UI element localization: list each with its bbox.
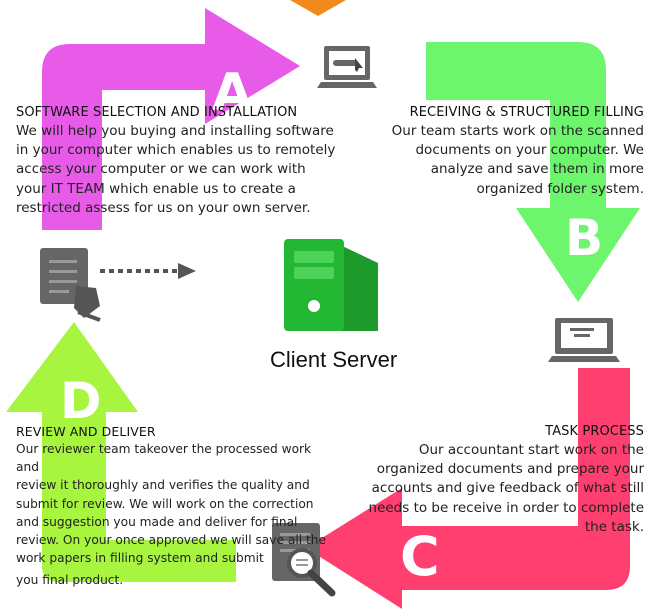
step-b-line: Our team starts work on the scanned — [391, 123, 644, 139]
step-c-line: Our accountant start work on the — [418, 442, 644, 458]
step-c-line: organized documents and prepare your — [376, 461, 644, 478]
step-a-body: We will help you buying and installing s… — [16, 122, 346, 218]
step-d-body: Our reviewer team takeover the processed… — [16, 440, 336, 590]
document-hand-icon — [40, 248, 101, 322]
arrow-a: A — [42, 8, 300, 230]
step-d-line: review. On your once approved we will sa… — [16, 533, 326, 548]
step-d-line: review it thoroughly and verifies the qu… — [16, 478, 310, 493]
step-a-line: restricted assess for us on your own ser… — [16, 199, 311, 216]
arrow-b: B — [426, 42, 640, 302]
letter-d: D — [60, 372, 102, 430]
step-c-line: needs to be receive in order to complete — [368, 499, 644, 516]
step-c-body: Our accountant start work on the organiz… — [344, 441, 644, 537]
step-b-title: RECEIVING & STRUCTURED FILLING — [409, 105, 644, 120]
step-d-line: and suggestion you made and deliver for … — [16, 514, 298, 529]
step-c-line: the task. — [584, 518, 644, 535]
step-a-title: SOFTWARE SELECTION AND INSTALLATION — [16, 105, 298, 120]
arrow-c: C — [306, 368, 630, 609]
step-a-line: in your computer which enables us to rem… — [16, 142, 336, 159]
laptop-icon — [317, 46, 377, 88]
step-b-line: analyze and save them in more — [430, 161, 644, 178]
dotted-arrow — [100, 263, 196, 279]
step-a-line: access your computer or we can work with — [16, 161, 306, 178]
step-a-line: We will help you buying and installing s… — [16, 123, 334, 139]
step-b-body: Our team starts work on the scanned docu… — [364, 122, 644, 199]
letter-b: B — [565, 209, 603, 267]
document-search-icon — [272, 523, 336, 597]
step-c-title: TASK PROCESS — [545, 424, 644, 439]
step-b-line: organized folder system. — [476, 180, 644, 197]
top-marker — [290, 0, 346, 16]
step-d-line: you final product. — [16, 573, 124, 588]
step-d-line: submit for review. We will work on the c… — [16, 496, 314, 511]
step-b-line: documents on your computer. We — [415, 142, 644, 159]
letter-c: C — [400, 525, 440, 588]
step-d-line: Our reviewer team takeover the processed… — [16, 442, 312, 475]
laptop-icon — [548, 318, 620, 362]
step-c-line: accounts and give feedback of what still — [371, 480, 644, 497]
step-d-title: REVIEW AND DELIVER — [16, 424, 156, 439]
server-icon — [284, 239, 378, 331]
step-a-line: your IT TEAM which enable us to create a — [16, 180, 296, 197]
arrow-d: D — [6, 322, 236, 582]
step-d-line: work papers in filling system and submit — [16, 551, 264, 566]
letter-a: A — [212, 63, 252, 123]
client-server-label: Client Server — [270, 347, 398, 372]
